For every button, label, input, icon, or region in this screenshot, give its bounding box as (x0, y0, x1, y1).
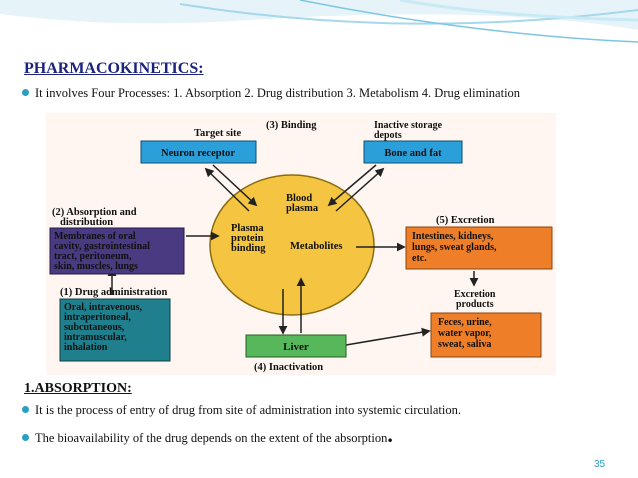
label-absorption-line1: (2) Absorption and (52, 207, 137, 218)
pharmacokinetics-diagram: Target site (3) Binding Inactive storage… (46, 113, 556, 375)
absorption-bullet-2: The bioavailability of the drug depends … (22, 424, 393, 446)
label-inactivation: (4) Inactivation (254, 362, 323, 373)
membranes-line1: Membranes of oral (54, 231, 136, 242)
arrow-binding-right-out (335, 167, 385, 212)
label-excretion-products-line1: Excretion (454, 289, 496, 300)
label-target-site: Target site (194, 128, 241, 139)
label-excretion: (5) Excretion (436, 215, 495, 226)
label-binding: (3) Binding (266, 120, 317, 131)
excretion-organs-box (405, 226, 553, 270)
feces-line1: Feces, urine, (438, 317, 492, 328)
routes-box (59, 298, 171, 362)
arrow-binding-right-in (327, 164, 377, 207)
neuron-receptor-text: Neuron receptor (161, 148, 235, 159)
header-wave-decoration (0, 0, 638, 43)
neuron-receptor-box (140, 140, 257, 164)
bone-fat-box (363, 140, 463, 164)
liver-text: Liver (283, 341, 309, 353)
label-absorption-line2: distribution (60, 217, 113, 228)
feces-box (430, 312, 542, 358)
routes-line1: Oral, intravenous, (64, 302, 143, 313)
section-heading-absorption: 1.ABSORPTION: (24, 381, 132, 396)
label-excretion-products-line2: products (456, 299, 494, 310)
circle-plasma-line3: binding (231, 243, 266, 254)
bullet-dot-icon (22, 434, 29, 441)
label-drug-administration: (1) Drug administration (60, 287, 167, 298)
blood-plasma-circle (209, 174, 375, 316)
bullet-dot-icon (22, 406, 29, 413)
arrow-liver-to-feces (345, 327, 431, 346)
circle-metabolites: Metabolites (290, 241, 343, 252)
absorption-bullet-1: It is the process of entry of drug from … (22, 403, 461, 418)
routes-line5: inhalation (64, 342, 108, 353)
excretion-organs-line3: etc. (412, 253, 427, 264)
routes-line2: intraperitoneal, (64, 312, 131, 323)
page-number: 35 (594, 459, 606, 470)
feces-line3: sweat, saliva (438, 339, 491, 350)
bone-fat-text: Bone and fat (384, 148, 442, 159)
membranes-box (49, 227, 185, 275)
membranes-line4: skin, muscles, lungs (54, 261, 138, 272)
bullet-dot-icon (22, 89, 29, 96)
membranes-line2: cavity, gastrointestinal (54, 241, 150, 252)
slide-title: PHARMACOKINETICS: (24, 60, 204, 77)
arrow-binding-left-in (212, 164, 258, 207)
routes-line3: subcutaneous, (64, 322, 125, 333)
excretion-organs-line2: lungs, sweat glands, (412, 242, 497, 253)
intro-bullet: It involves Four Processes: 1. Absorptio… (22, 86, 520, 101)
arrow-binding-left-out (204, 167, 250, 212)
circle-blood-line1: Blood (286, 193, 312, 204)
routes-line4: intramuscular, (64, 332, 127, 343)
circle-blood-line2: plasma (286, 203, 319, 214)
circle-plasma-line2: protein (231, 233, 264, 244)
label-inactive-storage: Inactive storage (374, 120, 443, 131)
liver-box (245, 334, 347, 358)
membranes-line3: tract, peritoneum, (54, 251, 132, 262)
circle-plasma-line1: Plasma (231, 223, 264, 234)
label-inactive-depots: depots (374, 130, 402, 141)
feces-line2: water vapor, (438, 328, 492, 339)
excretion-organs-line1: Intestines, kidneys, (412, 231, 494, 242)
